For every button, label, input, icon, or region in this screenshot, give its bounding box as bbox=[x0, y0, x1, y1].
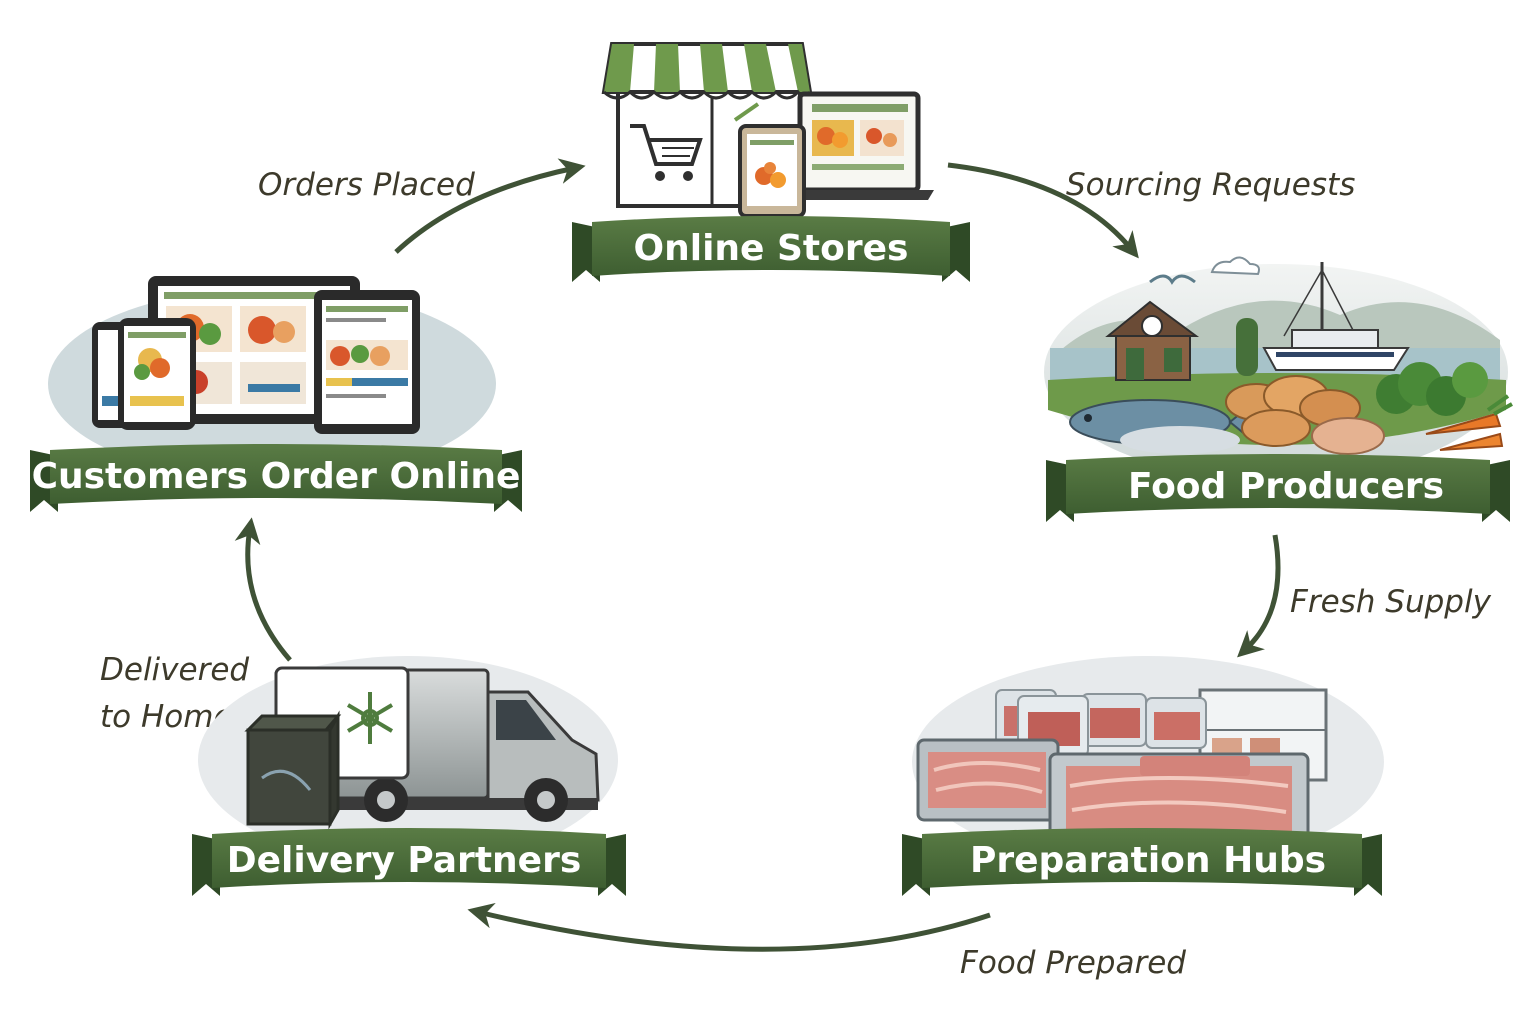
banner-customers: Customers Order Online bbox=[30, 444, 522, 512]
flow-label-sourcing-requests: Sourcing Requests bbox=[1066, 167, 1355, 203]
flow-arrows bbox=[234, 158, 1281, 952]
flow-label-delivered-line1: Delivered bbox=[100, 652, 249, 688]
banner-food-producers: Food Producers bbox=[1046, 454, 1510, 522]
node-customers: Customers Order Online bbox=[30, 276, 522, 512]
node-delivery-partners: Delivery Partners bbox=[192, 656, 626, 896]
arrow-food-prepared bbox=[467, 902, 991, 952]
node-food-producers: Food Producers bbox=[1044, 256, 1513, 522]
banner-delivery-partners: Delivery Partners bbox=[192, 828, 626, 896]
flow-label-food-prepared: Food Prepared bbox=[960, 945, 1186, 981]
arrow-fresh-supply bbox=[1237, 534, 1281, 658]
node-label-food-producers: Food Producers bbox=[1128, 466, 1444, 507]
farm-boat-produce-icon bbox=[1044, 256, 1513, 480]
refrigerated-truck-icon bbox=[198, 656, 618, 864]
node-label-customers: Customers Order Online bbox=[32, 456, 521, 497]
arrow-orders-placed bbox=[394, 158, 586, 254]
devices-icon bbox=[48, 276, 496, 480]
node-preparation-hubs: Preparation Hubs bbox=[902, 656, 1384, 896]
node-label-delivery-partners: Delivery Partners bbox=[227, 840, 582, 881]
node-online-stores: Online Stores bbox=[572, 42, 970, 282]
arrow-sourcing-requests bbox=[947, 162, 1139, 259]
flow-label-orders-placed: Orders Placed bbox=[258, 167, 475, 203]
banner-online-stores: Online Stores bbox=[572, 216, 970, 282]
banner-preparation-hubs: Preparation Hubs bbox=[902, 828, 1382, 896]
flow-label-fresh-supply: Fresh Supply bbox=[1290, 584, 1492, 620]
snowflake-icon bbox=[346, 692, 394, 744]
arrow-delivered-to-home bbox=[234, 517, 292, 662]
storefront-laptop-tablet-icon bbox=[601, 42, 934, 218]
node-label-online-stores: Online Stores bbox=[634, 228, 909, 269]
node-label-preparation-hubs: Preparation Hubs bbox=[970, 840, 1326, 881]
